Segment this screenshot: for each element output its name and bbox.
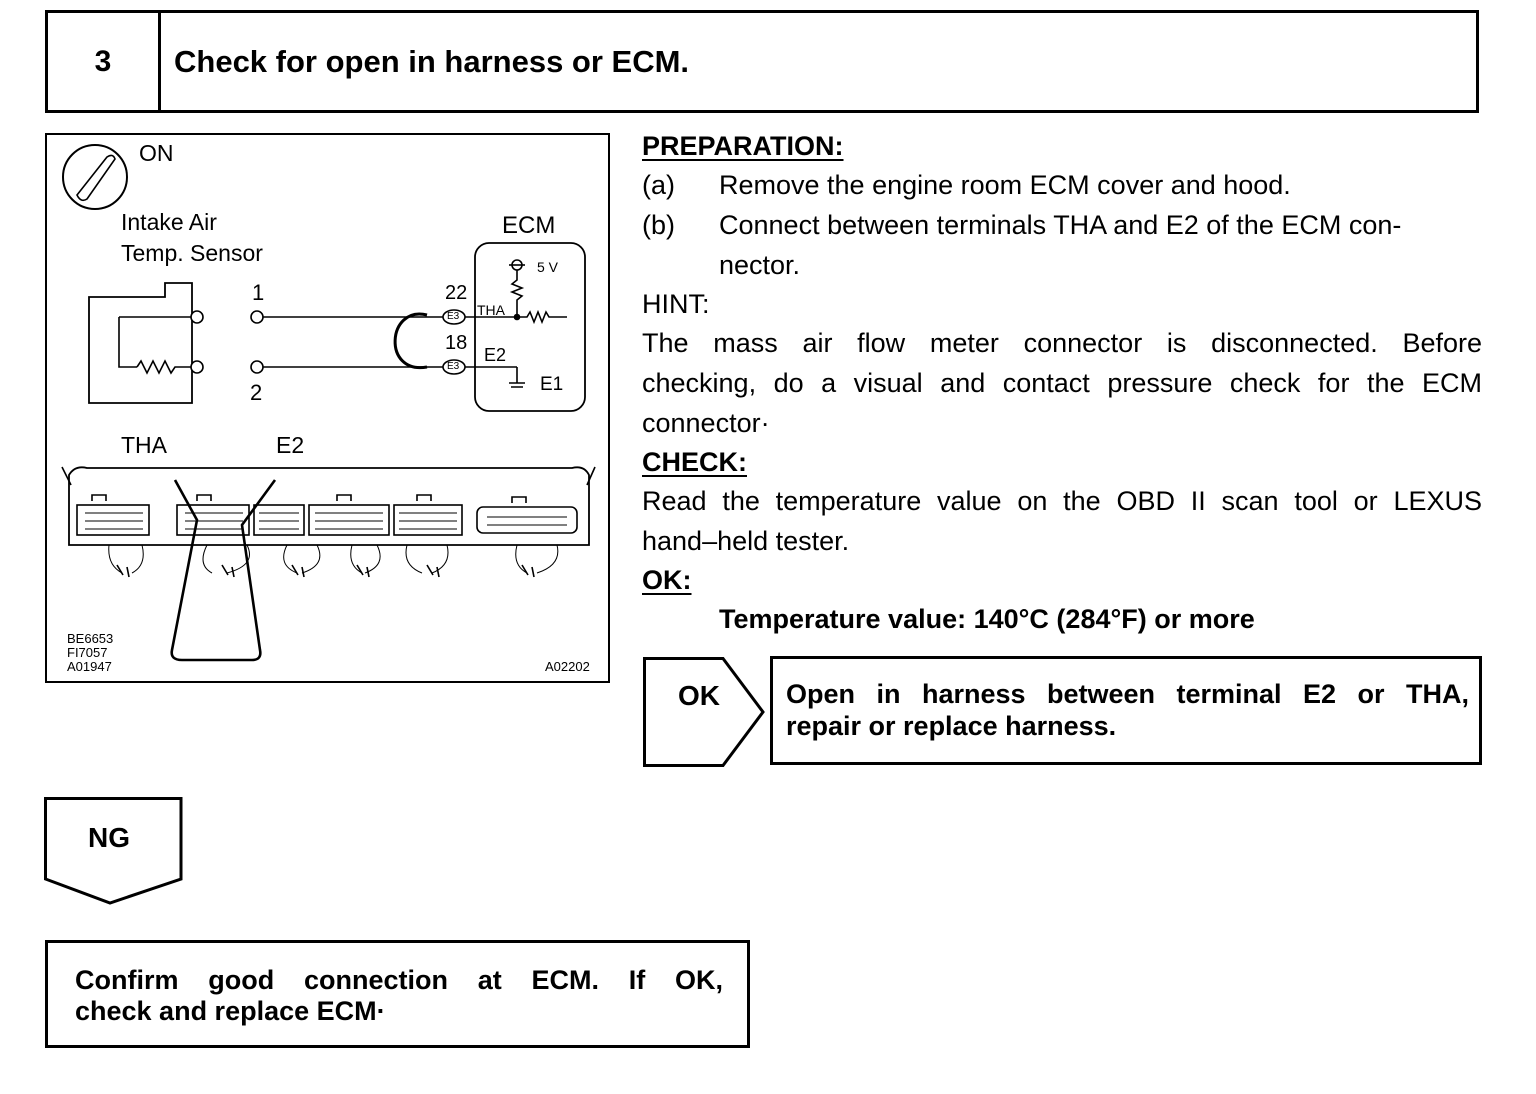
step-b-text-line1: Connect between terminals THA and E2 of … [719, 210, 1402, 240]
reference-code: BE6653 [67, 631, 114, 646]
hint-text-line2: checking, do a visual and contact pressu… [642, 368, 1482, 398]
ok-branch-arrow [643, 657, 765, 767]
tha-terminal-label: THA [477, 302, 505, 318]
ecm-label: ECM [502, 212, 556, 239]
step-header: 3 Check for open in harness or ECM. [45, 10, 1479, 113]
ecm-pin-22: 22 [445, 282, 468, 304]
connector-tag-e3: E3 [447, 311, 460, 322]
ok-heading: OK: [642, 565, 692, 595]
step-b-text-line2: nector. [719, 250, 801, 280]
wiring-diagram: ON Intake Air Temp. Sensor ECM 5 V 1 2 2… [45, 133, 610, 683]
connector-tha-label: THA [121, 432, 167, 458]
ignition-key-icon [62, 144, 128, 210]
sensor-label-line2: Temp. Sensor [121, 240, 263, 266]
hint-heading: HINT: [642, 289, 710, 319]
reference-code: FI7057 [67, 645, 108, 660]
step-b-marker: (b) [642, 210, 675, 240]
step-a-text: Remove the engine room ECM cover and hoo… [719, 170, 1291, 200]
reference-code: A01947 [67, 659, 112, 674]
ok-result-box: Open in harness between terminal E2 or T… [770, 656, 1482, 765]
ignition-on-label: ON [139, 140, 174, 166]
hint-text-line1: The mass air flow meter connector is dis… [642, 328, 1482, 358]
connector-e2-label: E2 [276, 432, 305, 458]
ok-branch-label: OK [678, 680, 720, 711]
sensor-label-line1: Intake Air [121, 209, 217, 235]
voltage-label: 5 V [537, 259, 559, 275]
ng-branch-arrow [44, 797, 183, 905]
connector-tag-e3: E3 [447, 361, 460, 372]
ng-result-line2: check and replace ECM· [75, 996, 386, 1026]
e2-terminal-label: E2 [484, 345, 507, 365]
hint-text-line3: connector· [642, 408, 770, 438]
ok-spec: Temperature value: 140°C (284°F) or more [719, 604, 1255, 634]
preparation-heading: PREPARATION: [642, 131, 844, 161]
ng-result-line1: Confirm good connection at ECM. If OK, [75, 965, 723, 995]
sensor-pin-2: 2 [250, 380, 263, 405]
check-text-line1: Read the temperature value on the OBD II… [642, 486, 1482, 516]
check-heading: CHECK: [642, 447, 747, 477]
figure-code: A02202 [545, 659, 590, 674]
step-number: 3 [48, 13, 161, 110]
ng-result-box: Confirm good connection at ECM. If OK, c… [45, 940, 750, 1048]
check-text-line2: hand–held tester. [642, 526, 850, 556]
e1-terminal-label: E1 [540, 374, 564, 395]
step-a-marker: (a) [642, 170, 675, 200]
sensor-pin-1: 1 [252, 280, 265, 305]
ecm-connector-block [61, 466, 596, 578]
step-title: Check for open in harness or ECM. [174, 43, 690, 79]
ng-branch-label: NG [88, 822, 130, 853]
ok-result-line1: Open in harness between terminal E2 or T… [786, 679, 1469, 709]
ok-result-line2: repair or replace harness. [786, 711, 1117, 741]
wiring-diagram-graphic [61, 144, 596, 662]
ecm-pin-18: 18 [445, 332, 468, 354]
